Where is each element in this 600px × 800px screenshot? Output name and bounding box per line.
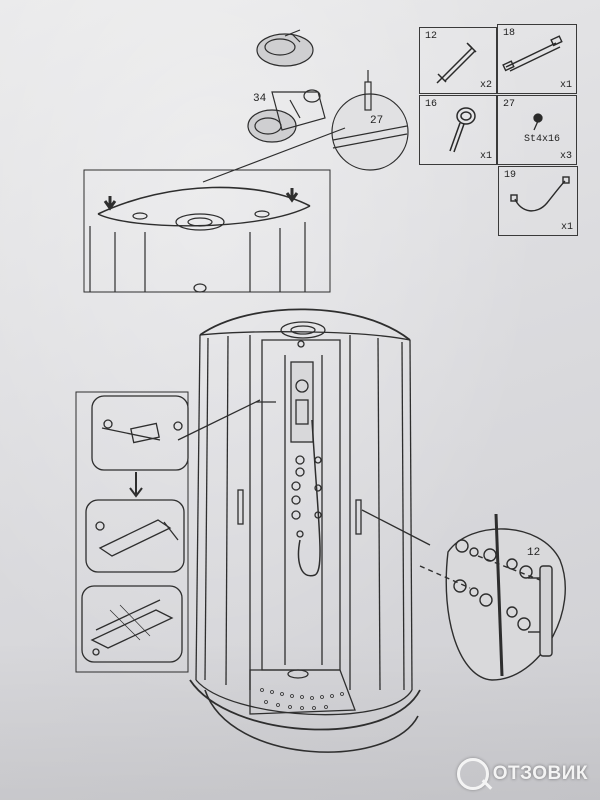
- shelf-rail-icon: [502, 35, 563, 72]
- part-qty: x3: [559, 151, 572, 162]
- part-number: 27: [503, 99, 516, 110]
- part-number: 19: [504, 170, 517, 181]
- part-box-27: 27 St4x16 x3: [497, 95, 577, 165]
- part-qty: x2: [479, 80, 492, 91]
- part-qty: x1: [559, 80, 572, 91]
- handle-bar-icon: [436, 42, 477, 84]
- watermark-text: ОТЗОВИК: [492, 763, 588, 784]
- part-number: 18: [503, 28, 516, 39]
- part-box-12: 12 x2: [419, 27, 497, 94]
- part-label: St4x16: [524, 134, 561, 145]
- part-number: 12: [425, 31, 438, 42]
- part-box-18: 18 x1: [497, 24, 577, 94]
- part-qty: x1: [479, 151, 492, 162]
- callout-part-34: 34: [253, 93, 267, 105]
- hand-shower-icon: [449, 107, 476, 153]
- shower-hose-icon: [510, 176, 570, 212]
- screw-icon: [533, 113, 543, 131]
- callout-part-27: 27: [370, 115, 384, 127]
- otzovik-logo-icon: [456, 758, 489, 790]
- shower-head-detail: [83, 29, 409, 293]
- otzovik-watermark: ОТЗОВИК: [456, 758, 588, 790]
- callout-part-12: 12: [527, 547, 541, 559]
- part-number: 16: [425, 99, 438, 110]
- part-qty: x1: [560, 222, 573, 233]
- part-box-19: 19 x1: [498, 166, 578, 236]
- part-box-16: 16 x1: [419, 95, 497, 165]
